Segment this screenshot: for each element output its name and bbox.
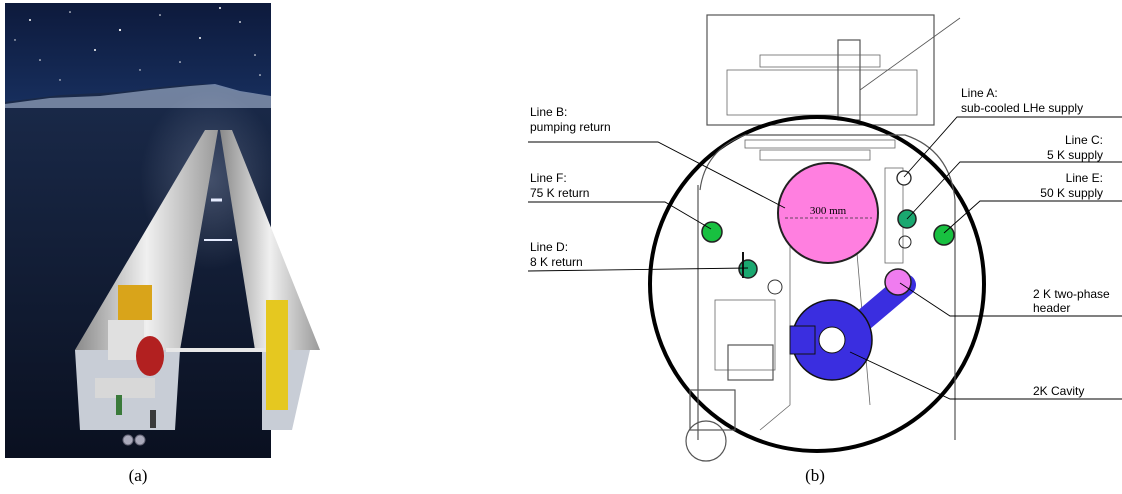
caption-a: (a) [129, 466, 148, 485]
support-wheel [685, 420, 727, 462]
cryomodule-cross-section: 300 mm [648, 14, 986, 462]
line-c-title: Line C: [1065, 133, 1103, 147]
line-f-desc: 75 K return [530, 186, 589, 200]
left-tunnel-tube [75, 130, 218, 350]
two-phase-header-label-2: header [1033, 301, 1070, 315]
two-phase-header-pipe [884, 268, 912, 296]
line-b-desc: pumping return [530, 120, 611, 134]
outer-vacuum-vessel [648, 115, 986, 453]
line-a-desc: sub-cooled LHe supply [961, 101, 1083, 115]
klystron-unit [118, 285, 152, 320]
line-b-title: Line B: [530, 105, 567, 119]
line-b-pipe [777, 162, 879, 264]
line-f-title: Line F: [530, 171, 567, 185]
labels: Line B: pumping return Line F: 75 K retu… [530, 86, 1110, 398]
line-e-desc: 50 K supply [1040, 186, 1103, 200]
line-a-title: Line A: [961, 86, 998, 100]
stars [14, 7, 261, 81]
tunnel-illustration [5, 3, 320, 458]
cavity-label: 2K Cavity [1033, 384, 1084, 398]
two-phase-header-label-1: 2 K two-phase [1033, 287, 1110, 301]
top-port [837, 39, 861, 121]
right-tunnel-tube [220, 130, 320, 350]
line-e-title: Line E: [1066, 171, 1103, 185]
bottom-support [689, 389, 736, 431]
line-c-desc: 5 K supply [1047, 148, 1103, 162]
dimension-label: 300 mm [810, 205, 847, 217]
line-d-title: Line D: [530, 240, 568, 254]
line-d-desc: 8 K return [530, 255, 583, 269]
leader-lines [527, 116, 1122, 400]
cryomodule [266, 300, 288, 410]
line-d-pipe [738, 259, 758, 279]
thermal-shield [699, 134, 956, 440]
caption-b: (b) [805, 466, 825, 485]
line-e-pipe [933, 224, 955, 246]
top-housing [706, 14, 935, 126]
modulator [136, 336, 164, 376]
line-a-pipe [896, 170, 912, 186]
